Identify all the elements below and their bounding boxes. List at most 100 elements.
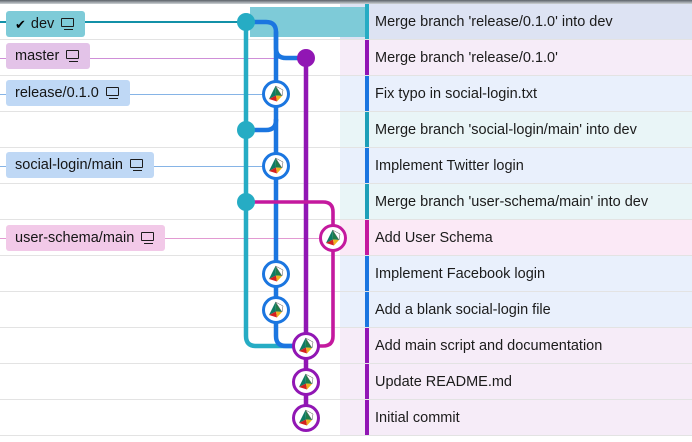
checkmark-icon: ✔ — [15, 16, 26, 32]
commit-node[interactable] — [319, 224, 347, 252]
row-separator — [0, 147, 692, 148]
commit-row-color-bar — [365, 76, 369, 112]
commit-author-avatar-icon — [323, 228, 343, 248]
commit-node[interactable] — [292, 404, 320, 432]
commit-row[interactable]: Add User Schema — [0, 220, 692, 256]
row-separator — [0, 291, 692, 292]
monitor-icon — [141, 232, 156, 244]
merge-commit-dot[interactable] — [237, 13, 255, 31]
commit-row-color-bar — [365, 4, 369, 40]
commit-row[interactable]: Merge branch 'user-schema/main' into dev — [0, 184, 692, 220]
commit-row-graph-swatch — [340, 40, 365, 76]
commit-row-graph-swatch — [340, 400, 365, 436]
branch-ref-leader-line — [0, 21, 240, 23]
commit-row[interactable]: Initial commit — [0, 400, 692, 436]
monitor-icon — [130, 159, 145, 171]
commit-row-message-area[interactable]: Add main script and documentation — [369, 328, 692, 364]
branch-ref-label: user-schema/main — [15, 229, 135, 246]
commit-row-ref-area — [0, 364, 340, 400]
commit-message: Update README.md — [375, 374, 512, 390]
commit-node[interactable] — [292, 332, 320, 360]
commit-node[interactable] — [262, 80, 290, 108]
row-separator — [0, 111, 692, 112]
commit-row-graph-swatch — [340, 364, 365, 400]
commit-row-message-area[interactable]: Merge branch 'user-schema/main' into dev — [369, 184, 692, 220]
commit-row-message-area[interactable]: Update README.md — [369, 364, 692, 400]
row-separator — [0, 363, 692, 364]
commit-row[interactable]: Update README.md — [0, 364, 692, 400]
commit-row-color-bar — [365, 148, 369, 184]
commit-row[interactable]: Add a blank social-login file — [0, 292, 692, 328]
commit-row[interactable]: Add main script and documentation — [0, 328, 692, 364]
branch-ref-chip-social-login-main[interactable]: social-login/main — [6, 152, 154, 178]
commit-node[interactable] — [292, 368, 320, 396]
commit-author-avatar-icon — [266, 300, 286, 320]
merge-commit-dot[interactable] — [237, 121, 255, 139]
branch-ref-chip-release-0-1-0[interactable]: release/0.1.0 — [6, 80, 130, 106]
commit-message: Add a blank social-login file — [375, 302, 551, 318]
branch-ref-label: social-login/main — [15, 156, 123, 173]
monitor-icon — [66, 50, 81, 62]
commit-message: Add User Schema — [375, 230, 493, 246]
branch-ref-label: release/0.1.0 — [15, 84, 99, 101]
commit-author-avatar-icon — [266, 84, 286, 104]
merge-commit-dot[interactable] — [237, 193, 255, 211]
commit-row[interactable]: Merge branch 'release/0.1.0' into dev — [0, 4, 692, 40]
branch-ref-label: dev — [30, 15, 55, 32]
commit-row-message-area[interactable]: Fix typo in social-login.txt — [369, 76, 692, 112]
commit-node-ring — [292, 404, 320, 432]
monitor-icon — [105, 87, 121, 99]
row-separator — [0, 183, 692, 184]
branch-ref-chip-master[interactable]: master — [6, 43, 91, 69]
commit-row[interactable]: Implement Facebook login — [0, 256, 692, 292]
commit-row[interactable]: Merge branch 'release/0.1.0' — [0, 40, 692, 76]
commit-row-color-bar — [365, 112, 369, 148]
row-separator — [0, 435, 692, 436]
row-separator — [0, 219, 692, 220]
commit-row-color-bar — [365, 220, 369, 256]
branch-ref-chip-user-schema-main[interactable]: user-schema/main — [6, 225, 166, 251]
commit-row-message-area[interactable]: Add User Schema — [369, 220, 692, 256]
branch-ref-leader-line — [0, 57, 297, 59]
commit-author-avatar-icon — [296, 336, 316, 356]
commit-author-avatar-icon — [296, 408, 316, 428]
commit-message: Fix typo in social-login.txt — [375, 86, 537, 102]
commit-row[interactable]: Merge branch 'social-login/main' into de… — [0, 112, 692, 148]
commit-message: Merge branch 'social-login/main' into de… — [375, 122, 637, 138]
commit-row-message-area[interactable]: Add a blank social-login file — [369, 292, 692, 328]
commit-row-graph-swatch — [340, 328, 365, 364]
commit-row-message-area[interactable]: Initial commit — [369, 400, 692, 436]
commit-row-message-area[interactable]: Merge branch 'release/0.1.0' — [369, 40, 692, 76]
commit-row-graph-swatch — [340, 256, 365, 292]
commit-row-message-area[interactable]: Implement Twitter login — [369, 148, 692, 184]
commit-row-message-area[interactable]: Implement Facebook login — [369, 256, 692, 292]
commit-message: Merge branch 'release/0.1.0' into dev — [375, 14, 613, 30]
commit-author-avatar-icon — [266, 264, 286, 284]
row-separator — [0, 75, 692, 76]
row-separator — [0, 255, 692, 256]
commit-row[interactable]: Implement Twitter login — [0, 148, 692, 184]
merge-commit-dot[interactable] — [297, 49, 315, 67]
commit-node[interactable] — [262, 296, 290, 324]
commit-row-ref-area — [0, 328, 340, 364]
commit-row-graph-swatch — [340, 292, 365, 328]
selected-commit-highlight — [250, 7, 365, 37]
monitor-icon — [61, 18, 76, 30]
branch-ref-leader-line — [0, 93, 262, 95]
commit-node[interactable] — [262, 152, 290, 180]
commit-message: Merge branch 'release/0.1.0' — [375, 50, 558, 66]
commit-row-message-area[interactable]: Merge branch 'social-login/main' into de… — [369, 112, 692, 148]
branch-ref-chip-dev[interactable]: ✔dev — [6, 11, 86, 37]
commit-row-ref-area — [0, 400, 340, 436]
commit-node[interactable] — [262, 260, 290, 288]
row-separator — [0, 399, 692, 400]
commit-row[interactable]: Fix typo in social-login.txt — [0, 76, 692, 112]
commit-row-color-bar — [365, 328, 369, 364]
commit-message: Implement Twitter login — [375, 158, 524, 174]
commit-row-message-area[interactable]: Merge branch 'release/0.1.0' into dev — [369, 4, 692, 40]
commit-row-graph-swatch — [340, 148, 365, 184]
commit-row-color-bar — [365, 40, 369, 76]
commit-message: Initial commit — [375, 410, 460, 426]
